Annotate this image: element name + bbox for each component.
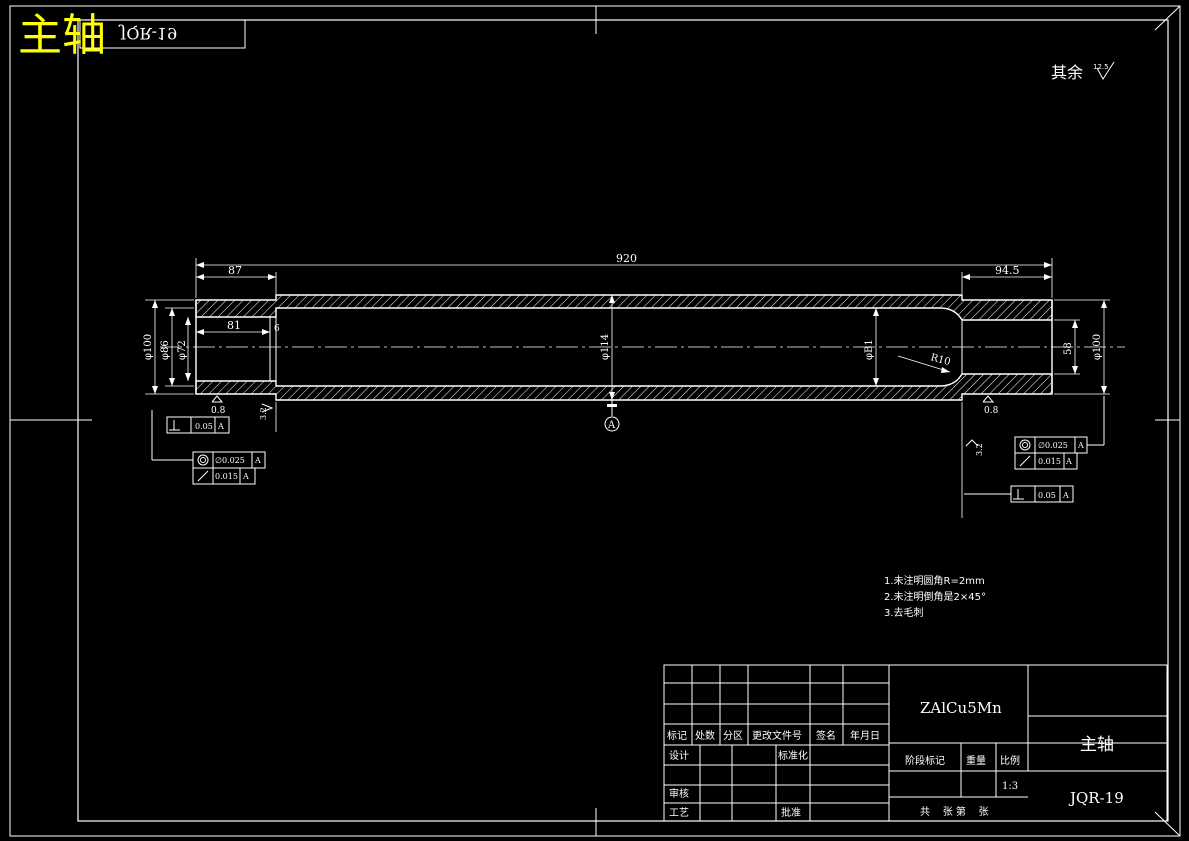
title-block-grid (663, 664, 1168, 822)
dim-center-bore: φ114 (600, 334, 611, 360)
tol-right-perp-value: 0.05 (1038, 491, 1056, 500)
note-2: 2.未注明倒角是2×45° (884, 590, 986, 603)
tol-right-runout-datum: A (1065, 457, 1072, 466)
dim-right-od: φ100 (1092, 334, 1103, 360)
tol-left-conc-datum: A (254, 456, 261, 465)
corner-code-mirrored: JQR-19 (120, 24, 178, 43)
approve-label: 批准 (781, 806, 801, 819)
tol-left-runout-datum: A (242, 472, 249, 481)
finish-right: 0.8 (984, 406, 999, 416)
surface-finish-icon (211, 395, 995, 447)
shaft-section (160, 294, 1125, 401)
tol-left-runout-value: 0.015 (215, 472, 238, 481)
material: ZAlCu5Mn (920, 699, 1002, 717)
sheets-label: 共 张 第 张 (920, 805, 989, 818)
dim-left-bore: 81 (227, 319, 241, 332)
inner-border (77, 19, 1169, 822)
review-label: 审核 (669, 787, 689, 800)
center-marks (10, 5, 1181, 837)
tol-right-runout-value: 0.015 (1038, 457, 1061, 466)
tol-left-perp-value: 0.05 (195, 422, 213, 431)
dim-total-length: 920 (616, 252, 637, 265)
note-3: 3.去毛刺 (884, 607, 924, 619)
dim-right-bore: φB1 (864, 339, 875, 360)
tolerance-frames-left (151, 410, 266, 485)
weight-label: 重量 (966, 754, 986, 767)
dim-left-od-86: φ86 (160, 340, 171, 360)
dim-right-step: 94.5 (995, 264, 1020, 277)
header-zone: 分区 (723, 730, 743, 742)
outer-border (9, 5, 1181, 837)
process-label: 工艺 (669, 807, 689, 819)
dim-left-od-72: φ72 (177, 340, 188, 360)
dim-right-bore-58: 58 (1063, 342, 1074, 355)
dim-left-od-100: φ100 (143, 334, 154, 360)
scale-value: 1:3 (1002, 781, 1018, 792)
datum-circle-icon (604, 416, 620, 432)
finish-left-mid: 3.2 (259, 407, 268, 420)
dim-radius: R10 (929, 352, 951, 368)
dimension-lines (145, 258, 1110, 400)
corner-title: 主轴 (18, 10, 106, 61)
drawing-number: JQR-19 (1068, 789, 1124, 807)
tol-right-conc-datum: A (1077, 441, 1084, 450)
tolerance-frames-right (964, 396, 1105, 503)
note-1: 1.未注明圆角R=2mm (884, 574, 985, 587)
header-change-doc: 更改文件号 (752, 729, 802, 742)
header-count: 处数 (695, 729, 715, 742)
design-label: 设计 (669, 749, 689, 762)
stage-mark-label: 阶段标记 (905, 754, 945, 767)
dimension-arrows (152, 262, 1107, 400)
dim-small-6: 6 (274, 324, 280, 334)
header-mark: 标记 (667, 730, 687, 742)
tol-left-perp-datum: A (217, 422, 224, 431)
scale-label: 比例 (1000, 754, 1020, 767)
finish-right-mid: 3.2 (975, 443, 984, 456)
header-signature: 签名 (816, 729, 836, 742)
datum-label: A (607, 420, 616, 431)
header-date: 年月日 (850, 729, 880, 742)
finish-left: 0.8 (211, 406, 226, 416)
dim-left-step: 87 (228, 264, 242, 277)
corner-code-box (79, 19, 246, 49)
roughness-note-value: 12.5 (1093, 63, 1109, 71)
roughness-note-text: 其余 (1051, 63, 1083, 82)
tol-left-conc-value: ∅0.025 (215, 456, 245, 465)
roughness-symbol-icon (1096, 61, 1115, 80)
tol-right-conc-value: ∅0.025 (1038, 441, 1068, 450)
part-name: 主轴 (1080, 735, 1114, 755)
tol-right-perp-datum: A (1062, 491, 1069, 500)
standardize-label: 标准化 (778, 749, 808, 762)
